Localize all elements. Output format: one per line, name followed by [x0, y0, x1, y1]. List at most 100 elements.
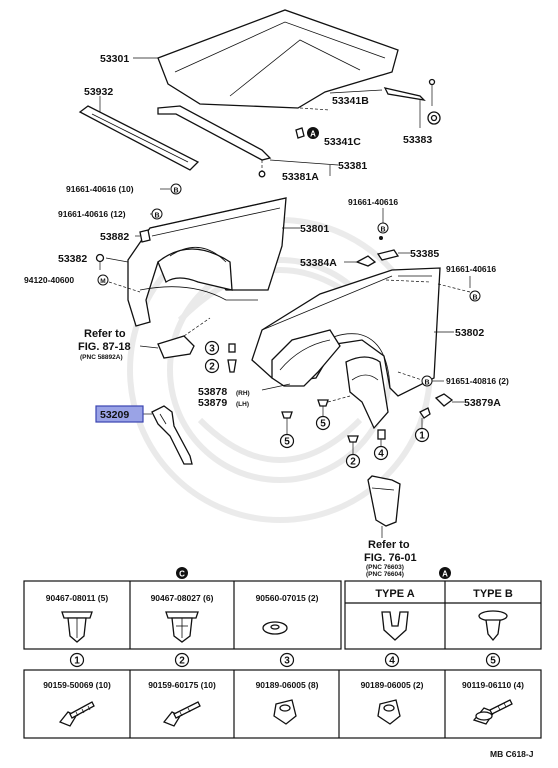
ref2-line2: FIG. 76-01: [364, 552, 417, 564]
hood-seal[interactable]: [78, 105, 200, 171]
label-91661-r1: 91661-40616: [348, 197, 398, 207]
marker-b-3: B: [380, 227, 385, 234]
fender-brace-53209[interactable]: [143, 405, 193, 465]
bracket-58892a[interactable]: [139, 317, 211, 359]
bolt-icon-90119: [472, 699, 513, 725]
marker-b-2: B: [154, 213, 159, 220]
marker-2b: 2: [350, 457, 356, 468]
footer-code: MB C618-J: [490, 749, 534, 759]
clip-91661-10[interactable]: B: [160, 183, 182, 195]
clip-icon-90467-08011: [61, 611, 93, 643]
cell-r2c4: 90189-06005 (2): [361, 680, 424, 690]
ref1-line2: FIG. 87-18: [78, 341, 131, 353]
marker-2c: 2: [179, 656, 185, 667]
label-91661-10: 91661-40616 (10): [66, 184, 134, 194]
marker-5c: 5: [490, 656, 496, 667]
fender-seal-53882[interactable]: [135, 229, 151, 243]
clip-icon-type-b: [478, 610, 508, 642]
fender-bracket-53384a[interactable]: [355, 255, 377, 267]
marker-4b: 4: [389, 656, 395, 667]
type-b-header: TYPE B: [473, 588, 513, 600]
cell-r2c3: 90189-06005 (8): [256, 680, 319, 690]
screw-icon-90159-60175: [162, 701, 201, 727]
marker-5b: 5: [320, 419, 326, 430]
marker-1a: 1: [419, 431, 425, 442]
label-91661-r2: 91661-40616: [446, 264, 496, 274]
ref2-line1: Refer to: [368, 539, 410, 551]
label-53381a: 53381A: [282, 171, 319, 183]
label-53932: 53932: [84, 86, 113, 98]
callout-2-left: 2: [204, 358, 237, 374]
label-91661-12: 91661-40616 (12): [58, 209, 126, 219]
fender-pad-53382[interactable]: [95, 253, 129, 271]
hood-panel[interactable]: [157, 9, 399, 109]
nut-icon-90189-b: [377, 699, 401, 725]
label-53384a: 53384A: [300, 257, 337, 269]
fender-bracket-53385[interactable]: [376, 249, 400, 261]
mud-flap[interactable]: [367, 475, 401, 527]
marker-3a: 3: [209, 344, 215, 355]
label-53301: 53301: [100, 53, 129, 65]
label-53383: 53383: [403, 134, 432, 146]
label-53878: 53878: [198, 386, 227, 398]
marker-3b: 3: [284, 656, 290, 667]
hood-cushion[interactable]: [419, 78, 441, 129]
marker-2a: 2: [209, 362, 215, 373]
cell-r2c5: 90119-06110 (4): [462, 680, 524, 690]
type-a-header: TYPE A: [375, 588, 414, 600]
label-53385: 53385: [410, 248, 439, 260]
liner-clip-53879a[interactable]: [434, 393, 464, 407]
marker-b-4: B: [472, 295, 477, 302]
clip-91661-r2[interactable]: B: [437, 276, 481, 302]
marker-a-1: A: [310, 130, 316, 139]
label-53802: 53802: [455, 327, 484, 339]
label-53341c: 53341C: [324, 136, 361, 148]
marker-c: C: [179, 570, 185, 579]
clip-91661-r1[interactable]: B: [377, 208, 389, 240]
hood-stay[interactable]: [299, 87, 426, 111]
cell-r1c2: 90467-08027 (6): [151, 593, 214, 603]
label-53381: 53381: [338, 160, 367, 172]
marker-b-1: B: [173, 188, 178, 195]
label-53879-side: (LH): [236, 401, 249, 408]
label-53341b: 53341B: [332, 95, 369, 107]
screw-icon-90159-50069: [58, 701, 95, 727]
marker-1b: 1: [74, 656, 80, 667]
label-53879: 53879: [198, 397, 227, 409]
label-53879a: 53879A: [464, 397, 501, 409]
label-53209-highlight[interactable]: [95, 405, 144, 423]
fender-liner[interactable]: [271, 329, 389, 430]
ref1-line1: Refer to: [84, 328, 126, 340]
clip-icon-type-a: [381, 611, 409, 641]
ref2-pnc2: (PNC 76604): [366, 571, 404, 578]
marker-b-5: B: [424, 380, 429, 387]
cell-r1c3: 90560-07015 (2): [256, 593, 319, 603]
marker-5a: 5: [284, 437, 290, 448]
nut-94120[interactable]: M: [97, 274, 141, 293]
label-53878-side: (RH): [236, 390, 250, 397]
legend-table: C A 90467-08011 (5) 90467-08027 (6) 9056…: [23, 567, 542, 739]
washer-icon-90560: [262, 621, 288, 635]
ref1-pnc: (PNC 58892A): [80, 354, 123, 361]
cell-r2c1: 90159-50069 (10): [43, 680, 111, 690]
marker-a-2: A: [442, 570, 448, 579]
label-53882: 53882: [100, 231, 129, 243]
bolt-91651[interactable]: B: [397, 371, 444, 387]
callout-3-left: 3: [204, 340, 236, 356]
label-53801: 53801: [300, 223, 329, 235]
ref2-pnc1: (PNC 76603): [366, 564, 404, 571]
cell-r2c2: 90159-60175 (10): [148, 680, 216, 690]
cell-r1c1: 90467-08011 (5): [46, 593, 109, 603]
label-94120: 94120-40600: [24, 275, 74, 285]
label-53209: 53209: [100, 409, 129, 421]
marker-m: M: [100, 278, 105, 285]
hood-bumper-c[interactable]: A: [295, 127, 319, 139]
front-fender-lh[interactable]: [127, 197, 287, 327]
label-91651: 91651-40816 (2): [446, 376, 509, 386]
hood-support-rod[interactable]: [157, 105, 272, 172]
screws-lower: 5 5 2 4 1: [279, 395, 431, 469]
clip-91661-12[interactable]: B: [150, 208, 163, 220]
label-53382: 53382: [58, 253, 87, 265]
nut-icon-90189-a: [273, 699, 297, 725]
